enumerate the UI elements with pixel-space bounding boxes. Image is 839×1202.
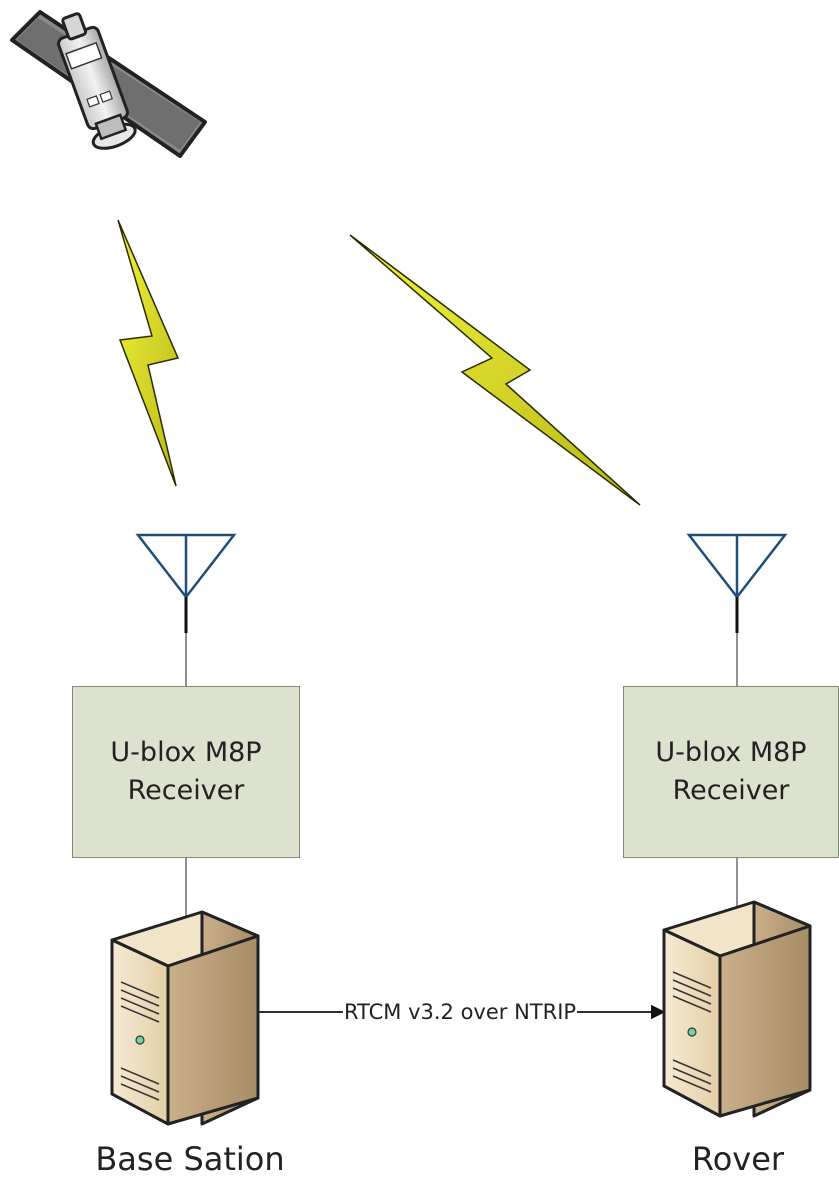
server-icon bbox=[662, 900, 812, 1118]
base-receiver-label-line2: Receiver bbox=[127, 775, 245, 806]
rover-receiver-label-line1: U-blox M8P bbox=[655, 737, 807, 768]
server-icon bbox=[110, 910, 260, 1126]
rtcm-link-label: RTCM v3.2 over NTRIP bbox=[342, 1000, 578, 1024]
antenna-icon bbox=[686, 533, 788, 600]
lightning-icon bbox=[117, 219, 180, 487]
rover-receiver-box: U-blox M8P Receiver bbox=[623, 686, 839, 858]
rover-station-label: Rover bbox=[691, 1140, 785, 1178]
satellite-icon bbox=[10, 10, 207, 158]
base-receiver-label-line1: U-blox M8P bbox=[110, 737, 262, 768]
rover-receiver-label-line2: Receiver bbox=[672, 775, 790, 806]
lightning-icon bbox=[349, 234, 641, 506]
antenna-icon bbox=[135, 533, 237, 600]
base-receiver-box: U-blox M8P Receiver bbox=[72, 686, 300, 858]
base-station-label: Base Sation bbox=[95, 1140, 285, 1178]
